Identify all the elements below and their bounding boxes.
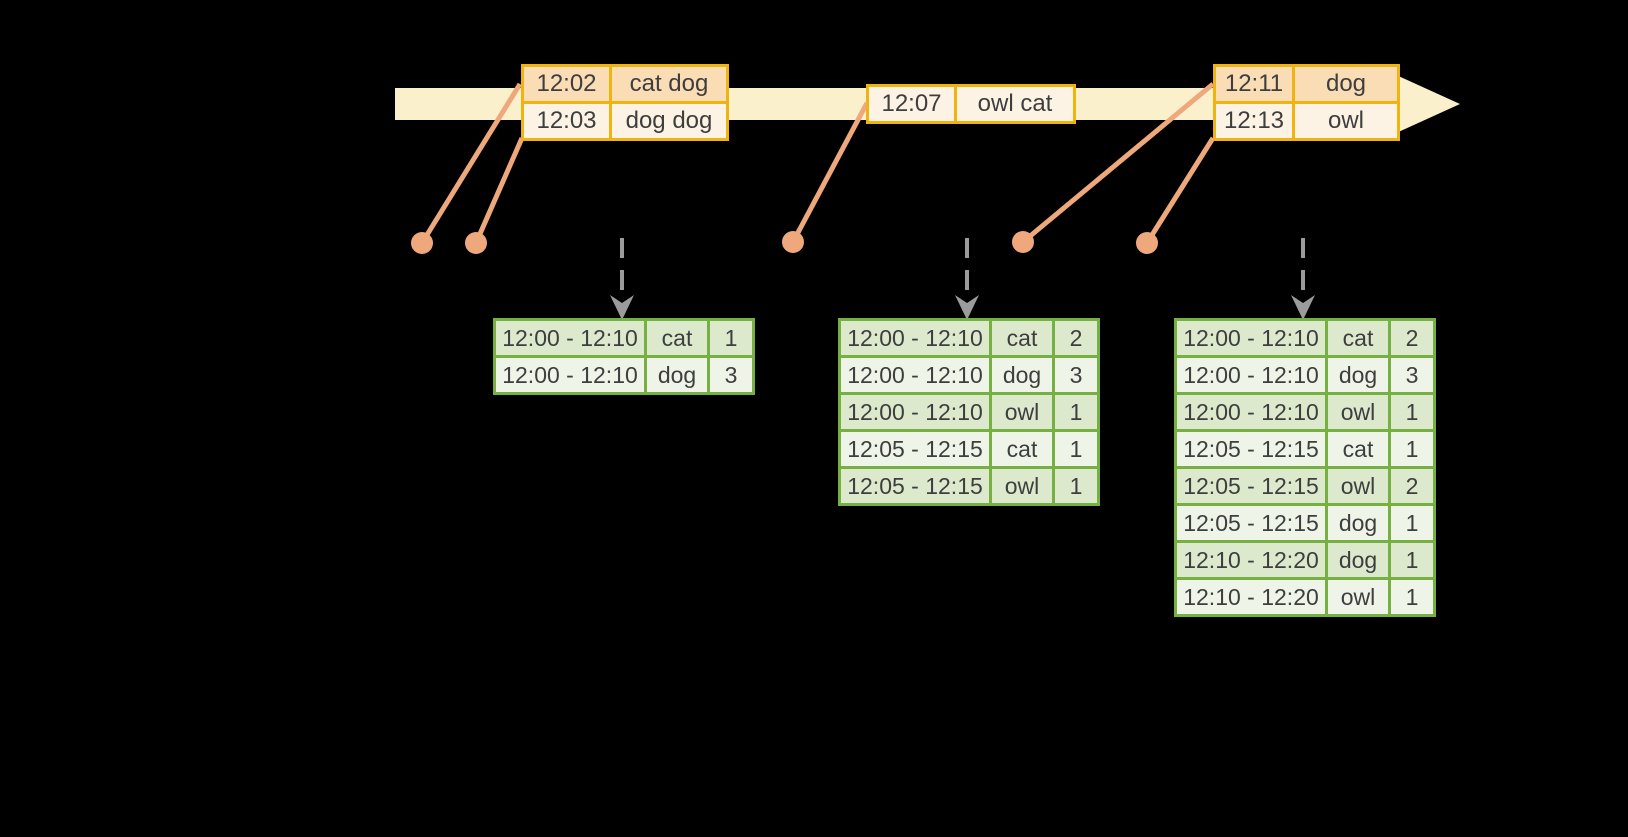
table-cell: 1 (1391, 432, 1433, 466)
table-cell: 3 (1055, 358, 1097, 392)
table-cell: owl cat (957, 87, 1073, 121)
table-cell: 12:03 (524, 104, 609, 138)
event-connector-line (1144, 136, 1216, 245)
event-connector-line (473, 136, 525, 245)
table-cell: 1 (1391, 506, 1433, 540)
event-dot-icon (1012, 231, 1034, 253)
table-cell: 12:05 - 12:15 (1177, 432, 1325, 466)
event-dot-icon (465, 232, 487, 254)
table-cell: 12:00 - 12:10 (841, 358, 989, 392)
event-dot-icon (411, 232, 433, 254)
table-cell: 1 (1391, 543, 1433, 577)
table-cell: owl (992, 395, 1052, 429)
event-dot-icon (1136, 232, 1158, 254)
table-cell: cat dog (612, 67, 726, 101)
table-cell: 12:10 - 12:20 (1177, 543, 1325, 577)
event-dot-icon (782, 231, 804, 253)
table-cell: owl (1328, 395, 1388, 429)
table-cell: dog (992, 358, 1052, 392)
table-cell: dog (1328, 358, 1388, 392)
table-cell: 2 (1391, 469, 1433, 503)
table-cell: 12:11 (1216, 67, 1292, 101)
table-cell: 12:00 - 12:10 (1177, 395, 1325, 429)
table-cell: 1 (1055, 469, 1097, 503)
table-cell: 12:00 - 12:10 (496, 321, 644, 355)
table-cell: 12:00 - 12:10 (841, 321, 989, 355)
trigger-arrow-icon (1291, 238, 1315, 320)
table-cell: owl (992, 469, 1052, 503)
table-cell: dog (1328, 506, 1388, 540)
table-cell: 12:13 (1216, 104, 1292, 138)
table-cell: 1 (710, 321, 752, 355)
event-connector-line (790, 101, 870, 244)
table-cell: 12:02 (524, 67, 609, 101)
table-cell: cat (992, 432, 1052, 466)
table-cell: 1 (1055, 432, 1097, 466)
table-cell: 1 (1055, 395, 1097, 429)
table-cell: dog (1328, 543, 1388, 577)
table-cell: 3 (710, 358, 752, 392)
table-cell: cat (1328, 432, 1388, 466)
table-cell: 12:05 - 12:15 (841, 432, 989, 466)
table-cell: 12:05 - 12:15 (1177, 506, 1325, 540)
table-cell: dog dog (612, 104, 726, 138)
table-cell: owl (1295, 104, 1397, 138)
table-cell: dog (647, 358, 707, 392)
table-cell: 12:10 - 12:20 (1177, 580, 1325, 614)
timeline-arrow-icon (1394, 74, 1460, 134)
table-cell: 2 (1055, 321, 1097, 355)
event-connector-line (419, 82, 523, 245)
table-cell: 12:05 - 12:15 (1177, 469, 1325, 503)
table-cell: owl (1328, 580, 1388, 614)
table-cell: 12:00 - 12:10 (1177, 321, 1325, 355)
table-cell: 12:00 - 12:10 (496, 358, 644, 392)
table-cell: 12:07 (869, 87, 954, 121)
trigger-arrow-icon (955, 238, 979, 320)
table-cell: 1 (1391, 395, 1433, 429)
table-cell: owl (1328, 469, 1388, 503)
table-cell: 3 (1391, 358, 1433, 392)
table-cell: dog (1295, 67, 1397, 101)
table-cell: cat (1328, 321, 1388, 355)
trigger-arrow-icon (610, 238, 634, 320)
table-cell: 12:00 - 12:10 (1177, 358, 1325, 392)
event-connector-line (1021, 82, 1215, 244)
table-cell: 2 (1391, 321, 1433, 355)
table-cell: 1 (1391, 580, 1433, 614)
table-cell: 12:05 - 12:15 (841, 469, 989, 503)
table-cell: cat (647, 321, 707, 355)
table-cell: 12:00 - 12:10 (841, 395, 989, 429)
table-cell: cat (992, 321, 1052, 355)
